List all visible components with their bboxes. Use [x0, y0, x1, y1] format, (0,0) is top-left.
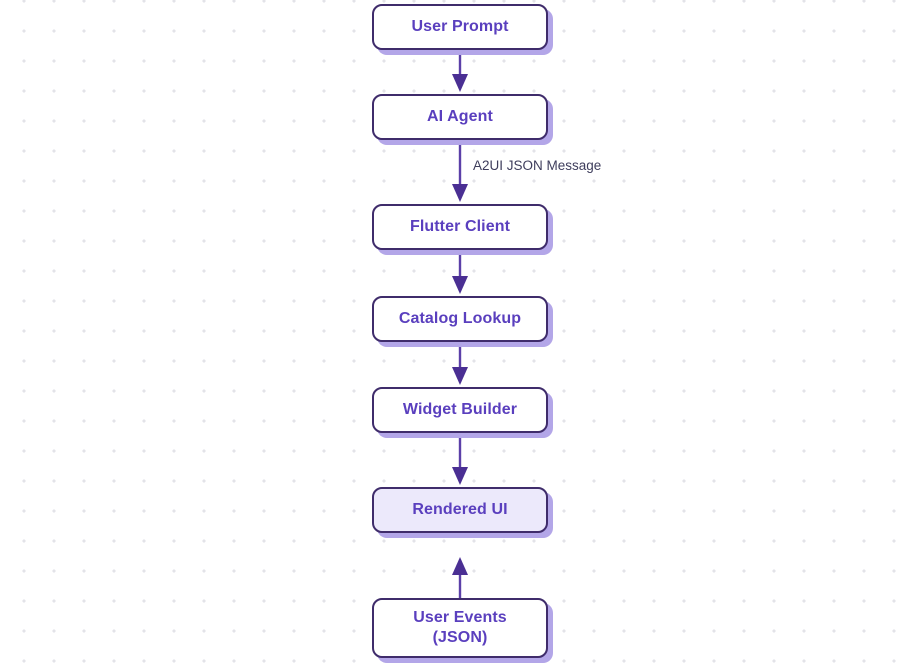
edge-catalog-lookup-to-widget-builder [452, 342, 468, 385]
flow-node-ai-agent[interactable]: AI Agent [372, 94, 548, 140]
flow-node-label: Rendered UI [412, 501, 508, 518]
edge-label-a2ui-json-message: A2UI JSON Message [470, 158, 605, 173]
flow-node-user-events[interactable]: User Events (JSON) [372, 598, 548, 658]
flow-node-rendered-ui[interactable]: Rendered UI [372, 487, 548, 533]
flow-node-label: Widget Builder [402, 401, 518, 418]
flow-node-flutter-client[interactable]: Flutter Client [372, 204, 548, 250]
edge-widget-builder-to-rendered-ui [452, 433, 468, 485]
flow-node-label: User Prompt [411, 18, 509, 35]
edge-user-prompt-to-ai-agent [452, 50, 468, 92]
flow-node-catalog-lookup[interactable]: Catalog Lookup [372, 296, 548, 342]
flow-node-label: Flutter Client [409, 218, 511, 235]
edge-flutter-client-to-catalog-lookup [452, 250, 468, 294]
edge-user-events-to-rendered-ui [452, 557, 468, 598]
flow-node-label: User Events (JSON) [413, 609, 507, 646]
edge-ai-agent-to-flutter-client [452, 140, 468, 202]
flow-node-user-prompt[interactable]: User Prompt [372, 4, 548, 50]
flow-node-widget-builder[interactable]: Widget Builder [372, 387, 548, 433]
flow-node-label: AI Agent [427, 108, 493, 125]
flow-node-label: Catalog Lookup [398, 310, 522, 327]
